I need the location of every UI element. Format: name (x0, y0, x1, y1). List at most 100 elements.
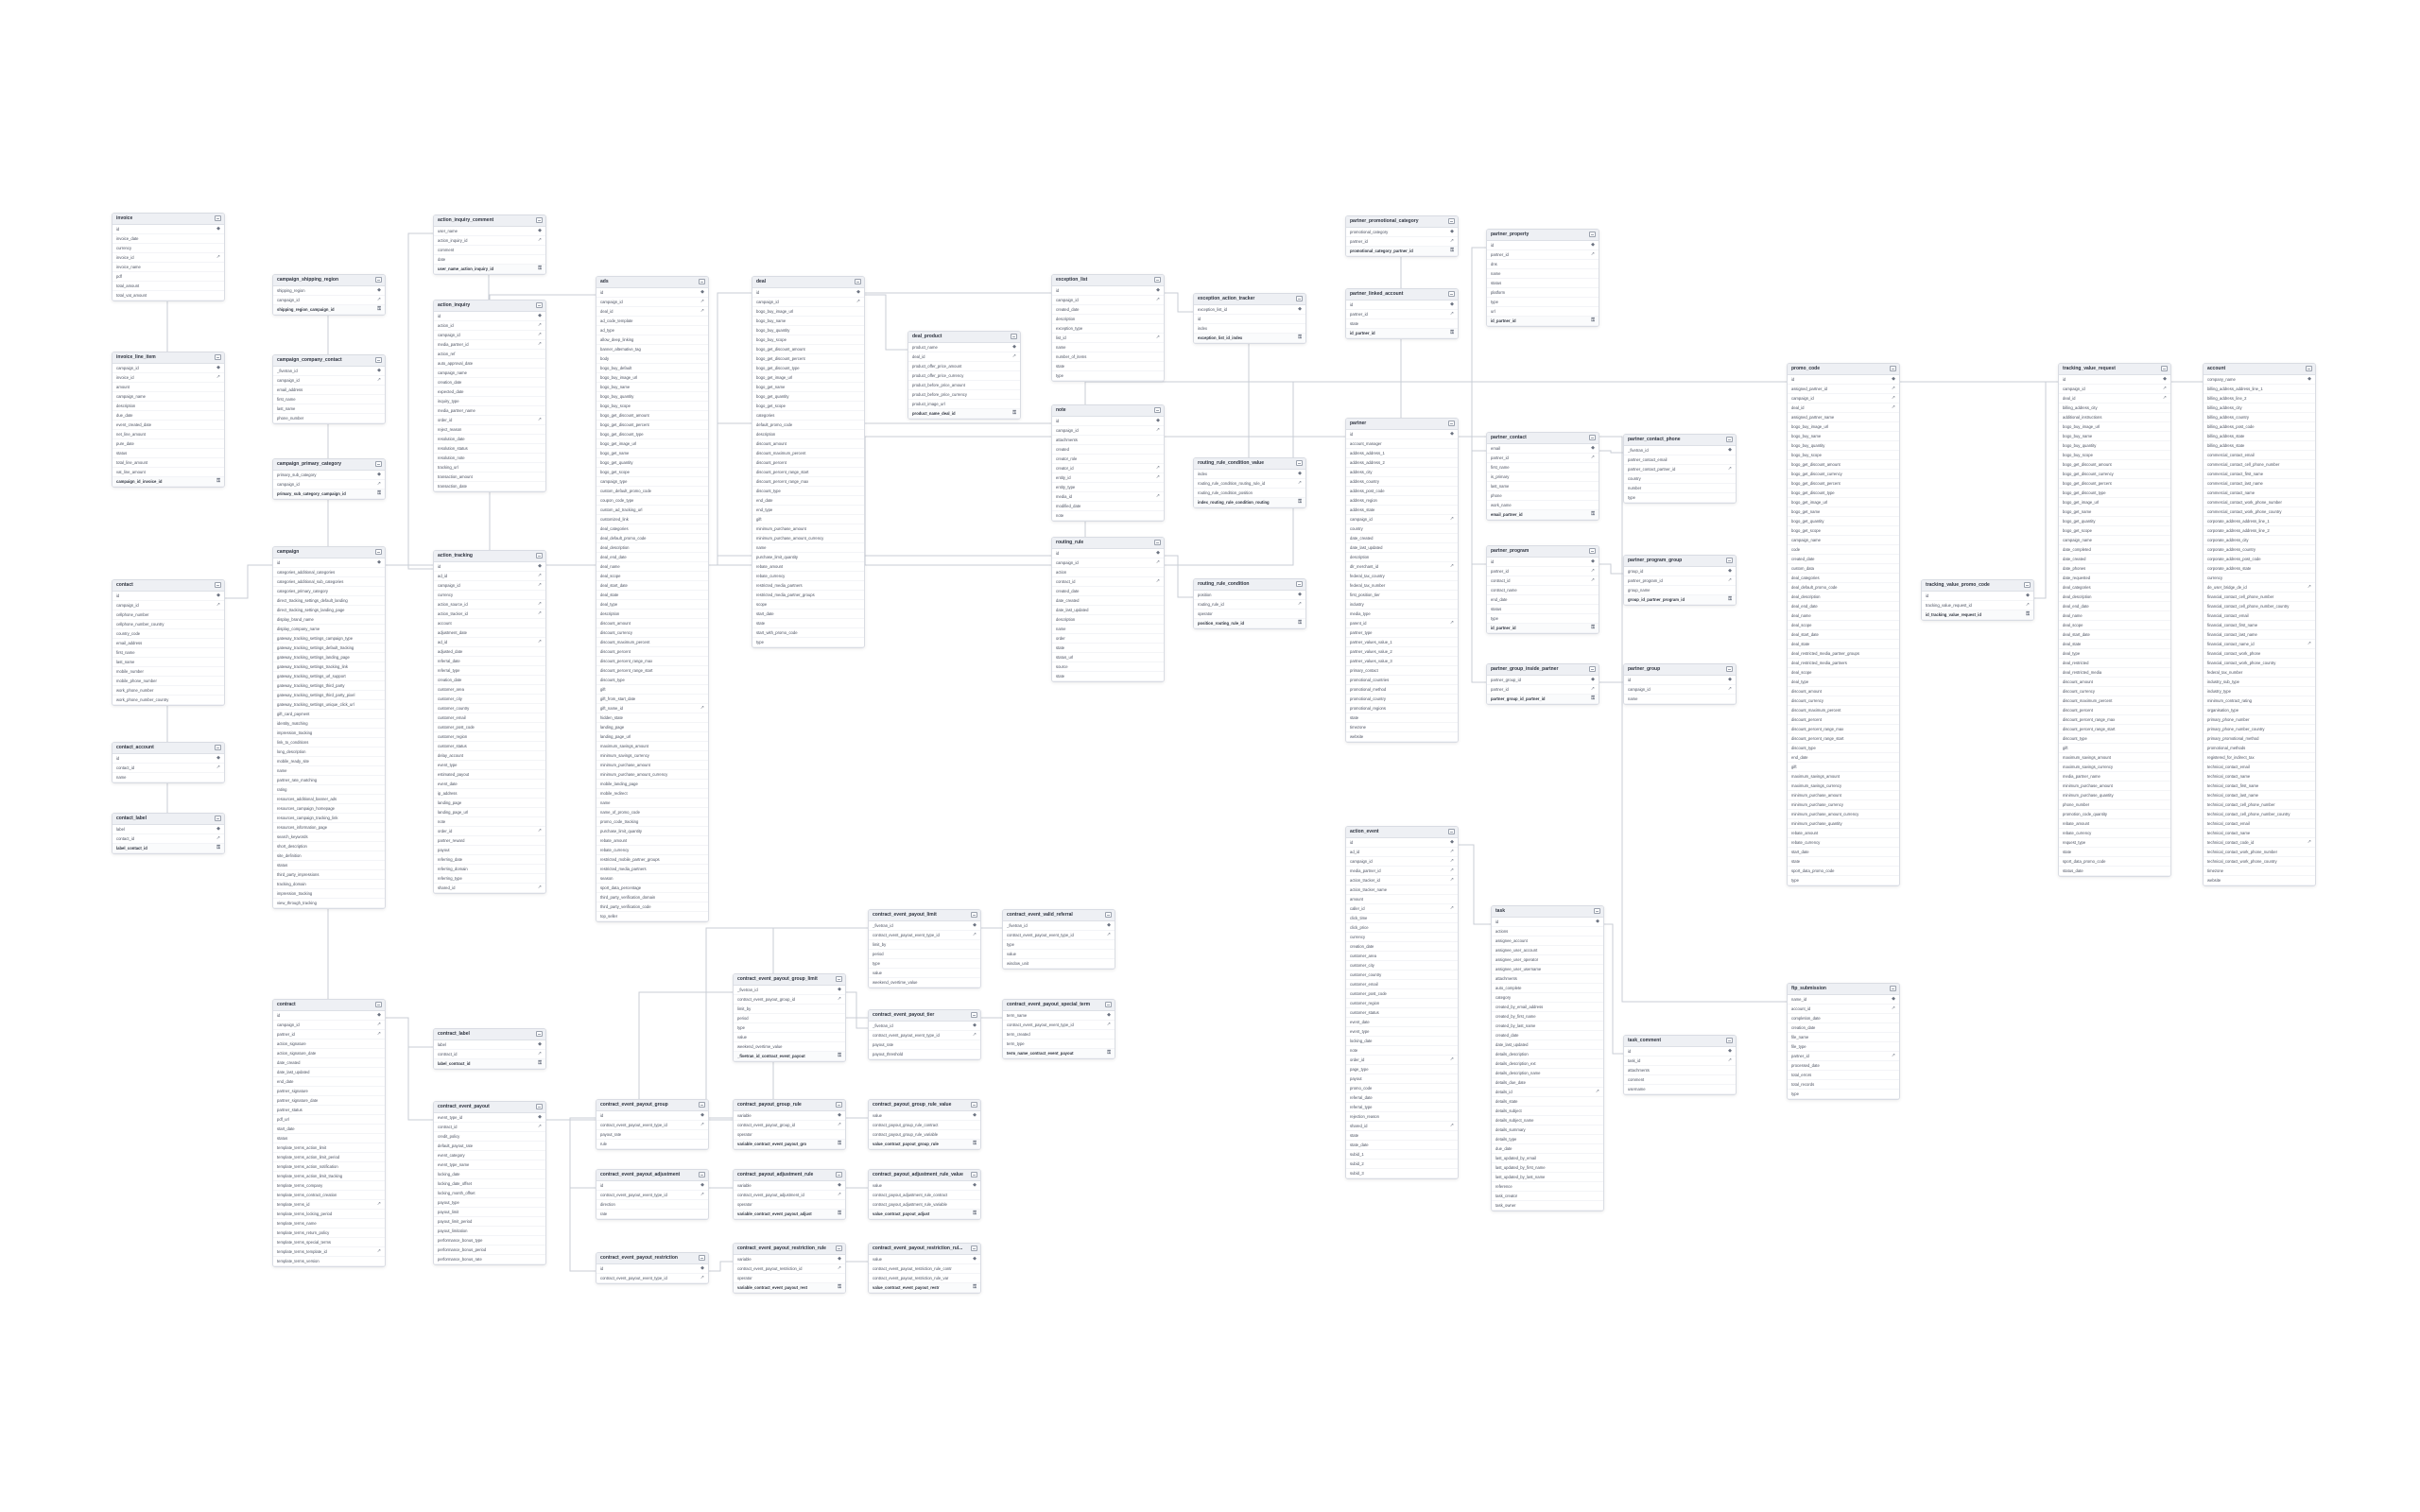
column-row[interactable]: bogo_buy_quantity (1788, 441, 1899, 451)
column-row[interactable]: restricted_media_partners (596, 865, 708, 874)
column-row[interactable]: customer_country (1346, 971, 1458, 980)
column-row[interactable]: media_partner_name (2059, 772, 2170, 782)
column-row[interactable]: bogo_get_discount_currency (1788, 470, 1899, 479)
column-row[interactable]: technical_contact_work_phone_country (2204, 857, 2315, 867)
column-row[interactable]: action_signature_date (273, 1049, 385, 1058)
column-row[interactable]: resources_campaign_homepage (273, 804, 385, 814)
column-row[interactable]: financial_contact_name_id↗ (2204, 640, 2315, 649)
column-row[interactable]: promotional_country (1346, 695, 1458, 704)
column-row[interactable]: billing_address_post_code (2204, 422, 2315, 432)
column-row[interactable]: allow_deep_linking (596, 335, 708, 345)
column-row[interactable]: action_inquiry_id↗ (434, 236, 545, 246)
column-row[interactable]: page_type (1346, 1065, 1458, 1074)
column-row[interactable]: partner_signature_date (273, 1096, 385, 1106)
column-row[interactable]: type (752, 638, 864, 647)
column-row[interactable]: discount_percent_range_max (1788, 725, 1899, 734)
column-row[interactable]: id◆ (1052, 286, 1164, 296)
column-row[interactable]: total_errors (1788, 1071, 1899, 1080)
column-row[interactable]: campaign_id↗ (1052, 426, 1164, 436)
column-row[interactable]: type (1487, 614, 1599, 624)
column-row[interactable]: deal_categories (2059, 583, 2170, 593)
table-header[interactable]: partner_group_inside_partner (1487, 664, 1599, 676)
column-row[interactable]: event_type (434, 761, 545, 770)
column-row[interactable]: restricted_media_partner_groups (752, 591, 864, 600)
column-row[interactable]: shared_id↗ (434, 884, 545, 893)
column-row[interactable]: partner_contact_email (1624, 455, 1736, 465)
column-row[interactable]: bogo_get_scope (1788, 526, 1899, 536)
column-row[interactable]: action_tracker_id↗ (434, 610, 545, 619)
index-row[interactable]: partner_group_id_partner_id⚿ (1487, 695, 1599, 704)
column-row[interactable]: sport_data_promo_code (1788, 867, 1899, 876)
column-row[interactable]: mobile_redirect (596, 789, 708, 799)
column-row[interactable]: bogo_get_discount_amount (1788, 460, 1899, 470)
column-row[interactable]: banner_alternative_tag (596, 345, 708, 354)
column-row[interactable]: id◆ (596, 288, 708, 298)
column-row[interactable]: _fivetran_id◆ (869, 921, 980, 931)
column-row[interactable]: bogo_buy_image_url (1788, 422, 1899, 432)
column-row[interactable]: payout_rate (869, 1040, 980, 1050)
column-row[interactable]: billing_address_city (2059, 404, 2170, 413)
column-row[interactable]: adjustment_date (434, 628, 545, 638)
column-row[interactable]: status_date (2059, 867, 2170, 876)
column-row[interactable]: bogo_get_name (2059, 507, 2170, 517)
column-row[interactable]: index (1194, 324, 1305, 334)
column-row[interactable]: minimum_savings_currency (596, 751, 708, 761)
column-row[interactable]: attachments (1052, 436, 1164, 445)
table-header[interactable]: partner_property (1487, 230, 1599, 241)
column-row[interactable]: template_terms_version (273, 1257, 385, 1266)
column-row[interactable]: country (1624, 474, 1736, 484)
column-row[interactable]: financial_contact_work_phone_country (2204, 659, 2315, 668)
column-row[interactable]: reference (1492, 1182, 1603, 1192)
column-row[interactable]: note (434, 817, 545, 827)
column-row[interactable]: description (112, 402, 224, 411)
table-header[interactable]: contact (112, 580, 224, 592)
column-row[interactable]: performance_bonus_type (434, 1236, 545, 1246)
column-row[interactable]: bogo_buy_quantity (752, 326, 864, 335)
column-row[interactable]: media_partner_name (434, 406, 545, 416)
column-row[interactable]: discount_amount (752, 439, 864, 449)
column-row[interactable]: caller_id↗ (1346, 904, 1458, 914)
column-row[interactable]: id◆ (1624, 1047, 1736, 1057)
column-row[interactable]: rebate_amount (1788, 829, 1899, 838)
column-row[interactable]: subid_2 (1346, 1160, 1458, 1169)
column-row[interactable]: bogo_buy_image_url (752, 307, 864, 317)
index-row[interactable]: id_partner_id⚿ (1487, 624, 1599, 633)
column-row[interactable]: attachments (1624, 1066, 1736, 1075)
column-row[interactable]: deal_name (596, 562, 708, 572)
column-row[interactable]: promotional_method (1346, 685, 1458, 695)
column-row[interactable]: resources_campaign_tracking_link (273, 814, 385, 823)
column-row[interactable]: end_date (1788, 753, 1899, 763)
column-row[interactable]: gateway_tracking_settings_default_tracki… (273, 644, 385, 653)
column-row[interactable]: date_last_updated (1346, 543, 1458, 553)
column-row[interactable]: template_terms_contract_creation (273, 1191, 385, 1200)
column-row[interactable]: bogo_get_discount_currency (2059, 470, 2170, 479)
column-row[interactable]: payout_type (434, 1198, 545, 1208)
column-row[interactable]: bogo_get_name (596, 449, 708, 458)
table-header[interactable]: contract_event_payout_group (596, 1100, 708, 1111)
column-row[interactable]: action_id↗ (434, 321, 545, 331)
column-row[interactable]: bogo_buy_quantity (596, 392, 708, 402)
column-row[interactable]: campaign_type (596, 477, 708, 487)
column-row[interactable]: landing_page (434, 799, 545, 808)
column-row[interactable]: customer_city (1346, 961, 1458, 971)
column-row[interactable]: last_updated_by_last_name (1492, 1173, 1603, 1182)
column-row[interactable]: promo_code (1346, 1084, 1458, 1093)
column-row[interactable]: type (734, 1023, 845, 1033)
column-row[interactable]: campaign_id↗ (752, 298, 864, 307)
column-row[interactable]: partner_reward (434, 836, 545, 846)
column-row[interactable]: description (1052, 615, 1164, 625)
column-row[interactable]: amount (1346, 895, 1458, 904)
column-row[interactable]: bogo_get_discount_type (2059, 489, 2170, 498)
column-row[interactable]: bogo_get_discount_percent (752, 354, 864, 364)
column-row[interactable]: label◆ (434, 1040, 545, 1050)
column-row[interactable]: bogo_get_image_url (752, 373, 864, 383)
column-row[interactable]: default_promo_code (752, 421, 864, 430)
column-row[interactable]: deal_type (1788, 678, 1899, 687)
column-row[interactable]: last_updated_by_first_name (1492, 1163, 1603, 1173)
column-row[interactable]: maximum_savings_amount (1788, 772, 1899, 782)
